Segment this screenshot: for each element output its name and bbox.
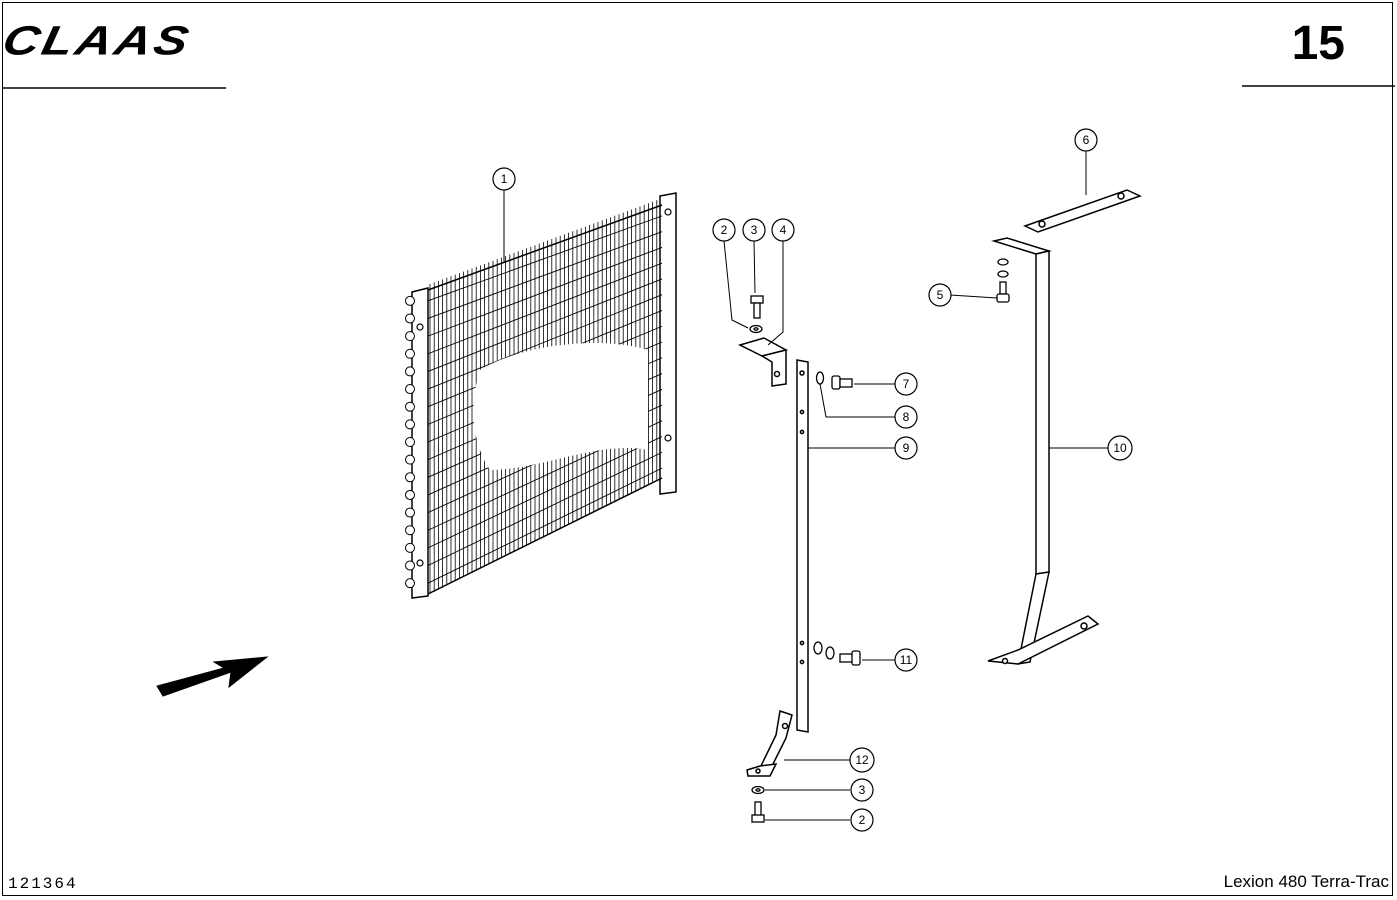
fastener-stack-5 <box>996 258 1010 303</box>
svg-text:6: 6 <box>1083 133 1090 147</box>
callout-8: 8 <box>894 405 918 429</box>
callout-6: 6 <box>1074 128 1098 152</box>
callout-10: 10 <box>1107 435 1133 461</box>
svg-text:11: 11 <box>900 653 913 667</box>
svg-text:4: 4 <box>780 223 787 237</box>
radiator-core <box>405 192 677 599</box>
foot-bracket-12 <box>746 710 793 777</box>
air-flow-arrow <box>156 656 269 697</box>
angle-bracket-4 <box>737 337 789 387</box>
callout-2-top: 2 <box>712 218 736 242</box>
callout-1: 1 <box>492 167 516 191</box>
callout-2-bottom: 2 <box>850 808 874 832</box>
washer-8 <box>815 371 825 385</box>
screw-7 <box>831 375 853 390</box>
callout-3-bottom: 3 <box>850 778 874 802</box>
svg-text:2: 2 <box>721 223 728 237</box>
svg-text:10: 10 <box>1113 441 1127 455</box>
svg-text:1: 1 <box>501 172 508 186</box>
svg-text:3: 3 <box>859 783 866 797</box>
washer-3-bottom <box>751 785 765 795</box>
leader-lines <box>503 151 1108 821</box>
callout-9: 9 <box>894 436 918 460</box>
fastener-set-11 <box>813 641 861 666</box>
machine-model-label: Lexion 480 Terra-Trac <box>1223 872 1389 891</box>
svg-text:7: 7 <box>903 377 910 391</box>
vertical-strap-9 <box>796 359 809 733</box>
callout-5: 5 <box>928 283 952 307</box>
svg-text:3: 3 <box>751 223 758 237</box>
drawing-reference-code: 121364 <box>8 875 78 893</box>
svg-text:8: 8 <box>903 410 910 424</box>
callout-4: 4 <box>771 218 795 242</box>
svg-text:2: 2 <box>859 813 866 827</box>
plate-6 <box>1023 189 1142 233</box>
bolt-2-bottom <box>751 801 765 823</box>
page-number: 15 <box>1291 17 1345 70</box>
svg-text:9: 9 <box>903 441 910 455</box>
svg-text:5: 5 <box>937 288 944 302</box>
callout-7: 7 <box>894 372 918 396</box>
bolt-3-top <box>750 295 764 319</box>
svg-text:12: 12 <box>855 753 869 767</box>
washer-2-top <box>749 324 763 334</box>
callout-3-top: 3 <box>742 218 766 242</box>
support-bracket-10 <box>987 237 1100 665</box>
callout-11: 11 <box>894 648 918 672</box>
callout-12: 12 <box>849 747 875 773</box>
